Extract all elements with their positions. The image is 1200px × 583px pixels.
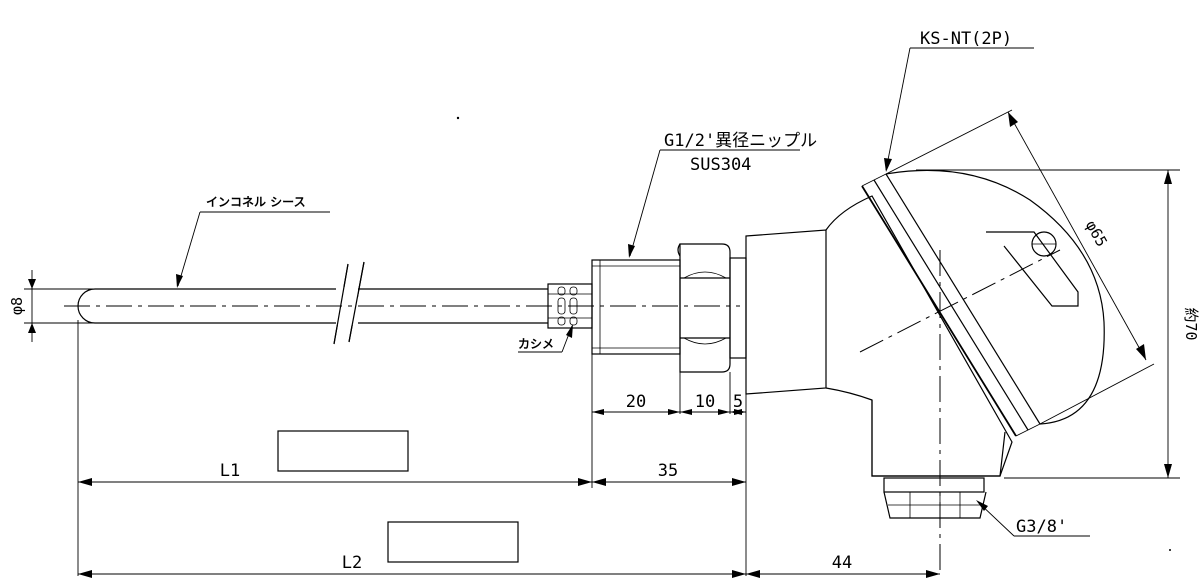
speck — [456, 116, 460, 120]
terminal-head — [745, 169, 1105, 570]
dim-20-label: 20 — [626, 392, 646, 412]
callout-head: KS-NT(2P) — [884, 29, 1034, 172]
dim-head-diameter: φ65 — [885, 109, 1155, 425]
callout-crimp: カシメ — [518, 324, 573, 353]
sheath-label: インコネル シース — [206, 195, 306, 209]
dim-44-label: 44 — [832, 553, 852, 573]
dim-20-10-5: 20 10 5 — [592, 392, 746, 415]
dim-head-height: 約70 — [916, 169, 1200, 479]
dim-L1-label: L1 — [220, 461, 240, 481]
dim-L2-label: L2 — [342, 553, 362, 573]
sheath — [77, 261, 548, 345]
dim-L2-44: L2 44 — [78, 521, 940, 578]
callout-thread: G3/8' — [976, 500, 1090, 537]
hex-nut — [677, 243, 747, 373]
dim-diameter: φ8 — [8, 270, 95, 342]
dim-35-label: 35 — [658, 461, 678, 481]
thread-label: G3/8' — [1016, 517, 1067, 537]
dim-10-label: 10 — [695, 392, 715, 412]
callout-sheath: インコネル シース — [176, 195, 330, 288]
head-height-label: 約70 — [1182, 307, 1200, 340]
L2-value-box[interactable] — [387, 521, 519, 563]
L1-value-box[interactable] — [277, 430, 409, 472]
diameter-label: φ8 — [8, 297, 26, 315]
speck — [1169, 549, 1171, 551]
nipple-label: G1/2'異径ニップル — [664, 131, 817, 151]
head-diameter-label: φ65 — [1082, 217, 1111, 249]
dim-L1-35: L1 35 — [78, 430, 746, 486]
nipple — [591, 259, 681, 355]
dim-extension-lines — [77, 320, 747, 576]
crimp-label: カシメ — [518, 337, 554, 351]
material-label: SUS304 — [690, 155, 751, 175]
dim-5-label: 5 — [733, 392, 743, 412]
head-model-label: KS-NT(2P) — [920, 29, 1012, 49]
callout-nipple: G1/2'異径ニップル SUS304 — [628, 131, 817, 258]
